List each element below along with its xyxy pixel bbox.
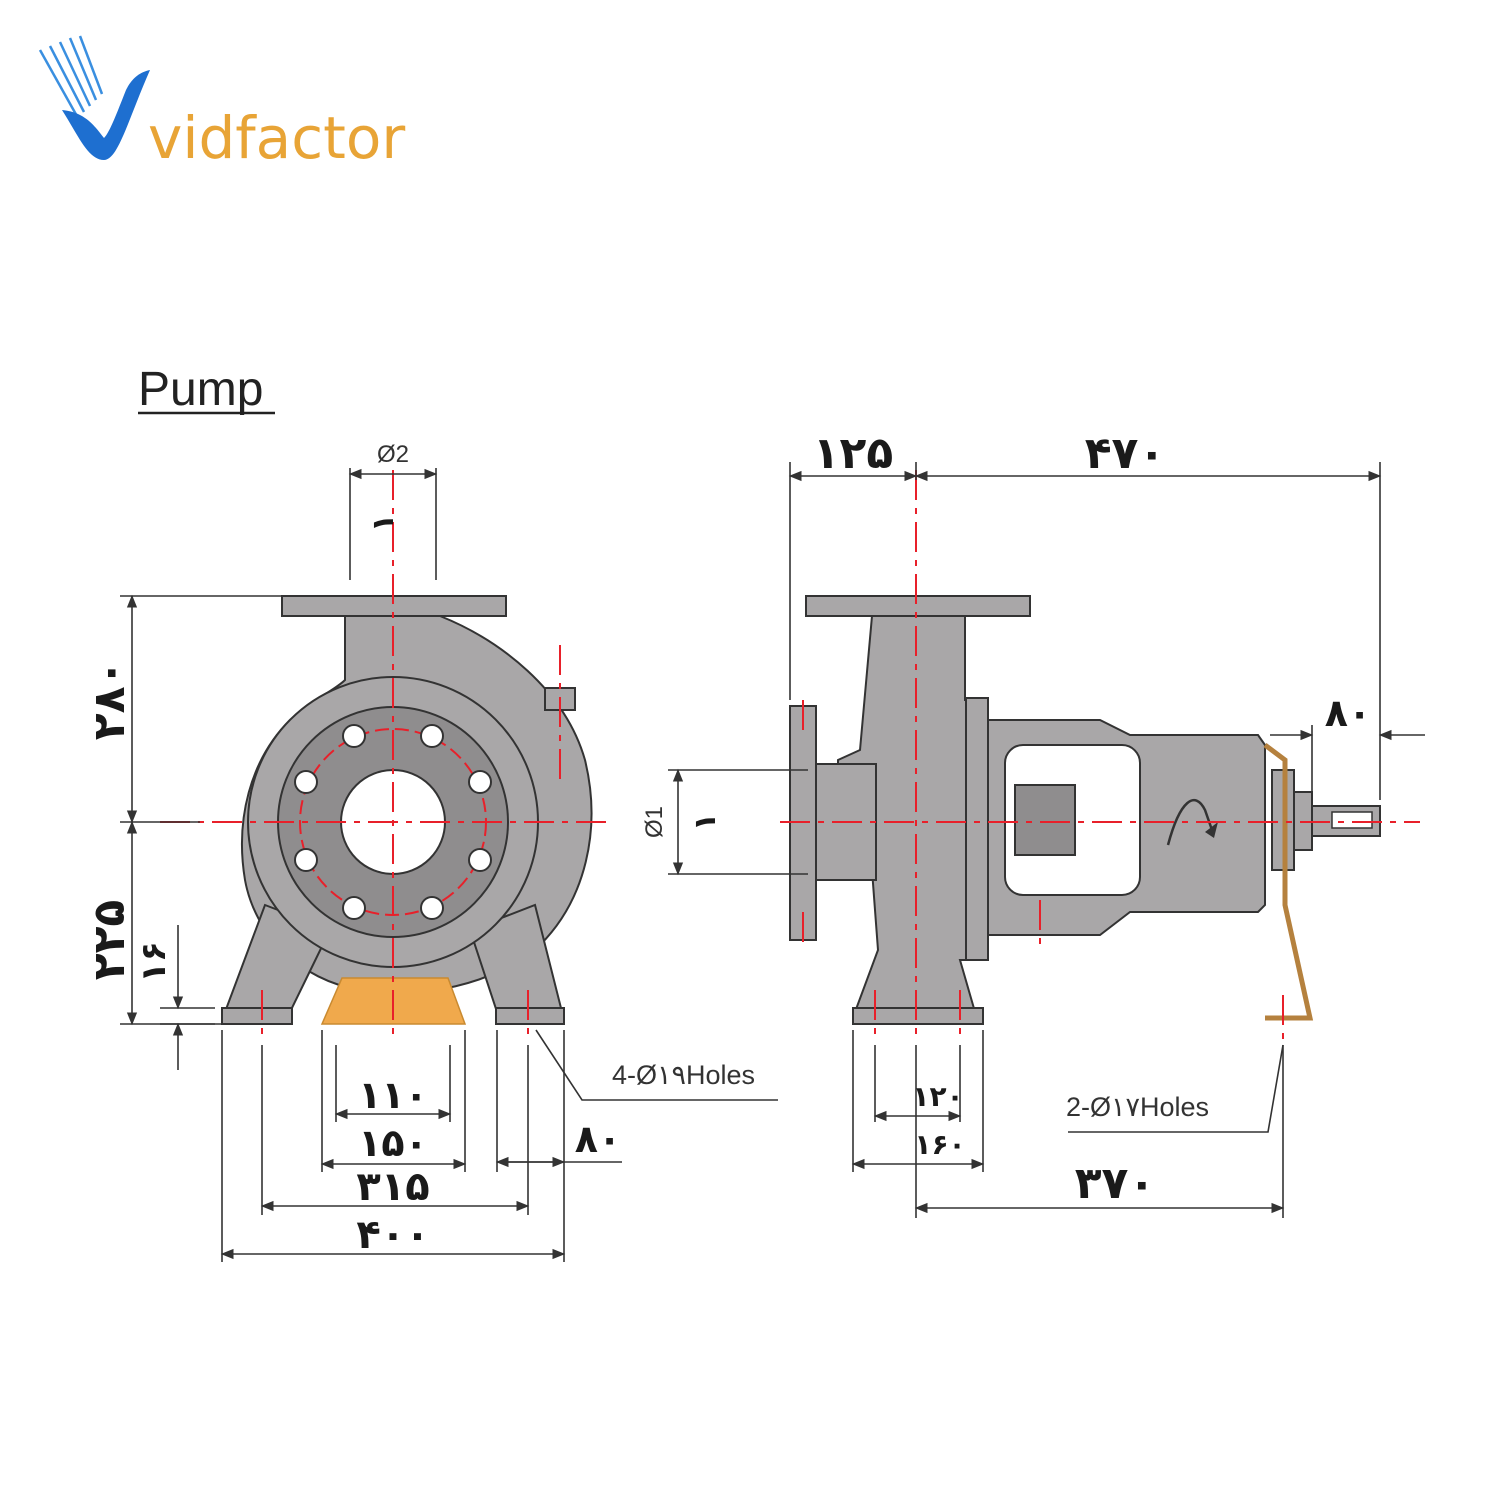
logo-v-mark bbox=[62, 70, 150, 160]
suction-dia-label: Ø1 bbox=[641, 806, 668, 838]
front-view: Ø2 ۱ ۲۸۰ ۲۲۵ ۱۶ ۱۱۰ ۱۵۰ ۳۱۵ bbox=[84, 441, 778, 1262]
logo-feather-icon bbox=[38, 35, 104, 119]
base-outer-label: ۱۵۰ bbox=[358, 1121, 428, 1165]
vidfactor-logo: vidfactor bbox=[38, 35, 405, 172]
suction-dia-value: ۱ bbox=[688, 813, 723, 831]
foot-spacing-label: ۳۱۵ bbox=[356, 1164, 429, 1210]
rotation-arrow-icon bbox=[1166, 798, 1214, 846]
front-holes-note: 4-Ø۱۹Holes bbox=[612, 1060, 755, 1090]
bracket-distance-label: ۳۷۰ bbox=[1075, 1158, 1156, 1209]
overall-width-label: ۴۰۰ bbox=[356, 1212, 429, 1258]
foot-width-label: ۸۰ bbox=[575, 1117, 621, 1161]
logo-text: vidfactor bbox=[148, 104, 405, 172]
foot-thickness-label: ۱۶ bbox=[134, 941, 174, 983]
left-foot bbox=[221, 1007, 293, 1025]
side-foot-inner-label: ۱۲۰ bbox=[912, 1080, 963, 1113]
side-cover-plate bbox=[965, 697, 989, 961]
shaft-length-label: ۸۰ bbox=[1325, 691, 1371, 735]
side-foot-outer-label: ۱۶۰ bbox=[914, 1128, 965, 1161]
shaft-inner bbox=[1014, 784, 1076, 856]
discharge-dia-value: ۱ bbox=[366, 514, 401, 532]
side-foot bbox=[852, 1007, 984, 1025]
suction-offset-label: ۱۲۵ bbox=[813, 428, 894, 479]
flange-bolt-holes bbox=[294, 724, 492, 920]
height-upper-label: ۲۸۰ bbox=[84, 660, 135, 741]
shaft-keyway bbox=[1331, 811, 1373, 829]
height-lower-label: ۲۲۵ bbox=[84, 900, 135, 981]
support-bracket bbox=[1263, 743, 1314, 1021]
right-foot bbox=[495, 1007, 565, 1025]
discharge-dia-label: Ø2 bbox=[377, 441, 409, 468]
drawing-title: Pump bbox=[138, 363, 263, 416]
side-discharge-flange bbox=[805, 595, 1031, 617]
overall-length-label: ۴۷۰ bbox=[1085, 428, 1166, 479]
side-view: ۱۲۵ ۴۷۰ ۸۰ Ø1 ۱ ۱۲۰ ۱۶۰ ۳۷۰ 2-Ø۱۷Holes bbox=[641, 428, 1425, 1218]
side-holes-note: 2-Ø۱۷Holes bbox=[1066, 1092, 1209, 1122]
base-inner-label: ۱۱۰ bbox=[358, 1073, 428, 1117]
